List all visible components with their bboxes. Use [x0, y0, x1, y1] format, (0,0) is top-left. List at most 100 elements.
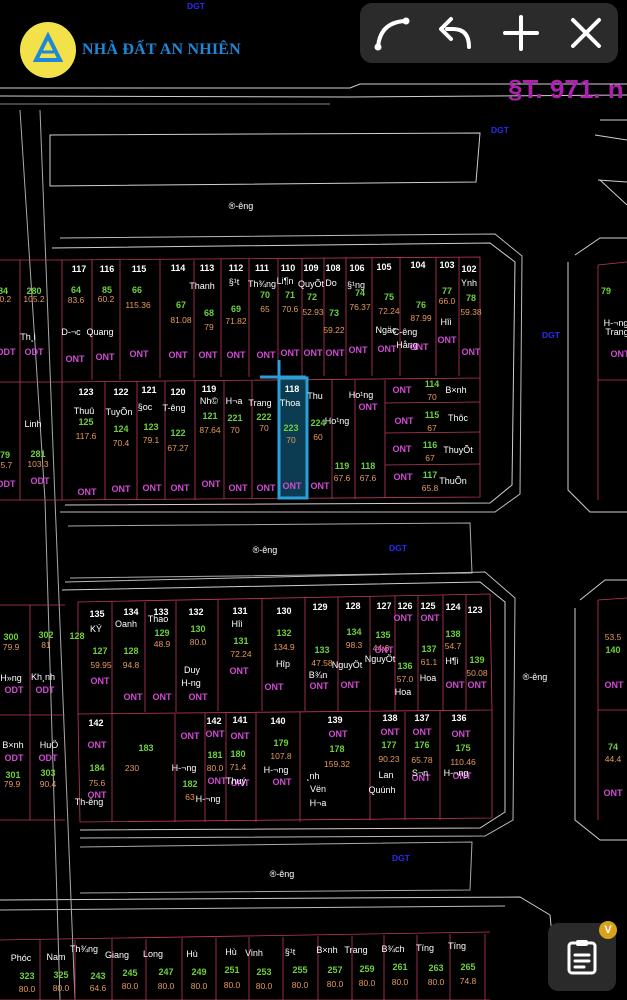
- drawing-toolbar: [360, 3, 618, 63]
- land-use-label: ONT: [438, 335, 458, 345]
- lot-area-label: 117.6: [76, 431, 97, 441]
- lot-number-label: 119: [335, 461, 350, 471]
- owner-name-label: Lan: [378, 770, 393, 780]
- land-use-label: ONT: [453, 771, 473, 781]
- lot-area-label: 80.0: [53, 983, 70, 993]
- land-use-label: ONT: [395, 416, 415, 426]
- curve-tool-icon[interactable]: [368, 9, 416, 57]
- lot-id-label: 141: [232, 715, 247, 725]
- land-use-label: ODT: [31, 476, 51, 486]
- lot-number-label: 303: [40, 768, 55, 778]
- lot-number-label: 257: [327, 965, 342, 975]
- owner-name-label: B¾ch: [381, 944, 404, 954]
- land-use-label: ONT: [189, 692, 209, 702]
- lot-number-label: 79: [601, 286, 611, 296]
- land-use-label: ONT: [611, 349, 627, 359]
- add-icon[interactable]: [497, 9, 545, 57]
- lot-area-label: 230: [125, 763, 139, 773]
- lot-id-label: 105: [376, 262, 391, 272]
- lot-number-label: 223: [283, 423, 298, 433]
- owner-name-label: Tïng: [416, 943, 434, 953]
- owner-name-label: §¹t: [229, 277, 240, 287]
- land-use-label: ONT: [462, 347, 482, 357]
- lot-id-label: 124: [445, 602, 460, 612]
- lot-area-label: 70: [427, 392, 437, 402]
- selected-lot-highlight[interactable]: [260, 360, 309, 500]
- land-use-label: ONT: [349, 345, 369, 355]
- lot-number-label: 179: [273, 738, 288, 748]
- land-use-label: ONT: [88, 790, 108, 800]
- owner-name-label: Nam: [46, 952, 65, 962]
- land-use-label: ONT: [153, 692, 173, 702]
- lot-number-label: 140: [605, 645, 620, 655]
- lot-area-label: 60: [313, 432, 323, 442]
- lot-area-label: 53.5: [605, 632, 622, 642]
- owner-name-label: Trang: [248, 398, 271, 408]
- lot-area-label: 71.82: [225, 316, 247, 326]
- close-icon[interactable]: [562, 9, 610, 57]
- lot-number-label: 78: [466, 293, 476, 303]
- lot-id-label: 119: [202, 384, 217, 394]
- land-use-label: ONT: [412, 773, 432, 783]
- lot-number-label: 121: [202, 411, 217, 421]
- lot-number-label: 72: [307, 292, 317, 302]
- owner-name-label: Long: [143, 949, 163, 959]
- lot-area-label: 70.4: [113, 438, 130, 448]
- lot-id-label: 139: [327, 715, 342, 725]
- owner-name-label: H-¬ng: [264, 765, 289, 775]
- lot-area-label: 44.4: [605, 754, 622, 764]
- owner-name-label: Vën: [310, 784, 326, 794]
- lot-number-label: 122: [170, 428, 185, 438]
- lot-area-label: 81.08: [170, 315, 192, 325]
- land-use-label: ODT: [0, 479, 16, 489]
- lot-area-label: 80.0: [122, 981, 139, 991]
- lot-number-label: 178: [329, 744, 344, 754]
- land-use-label: ONT: [257, 350, 277, 360]
- owner-name-label: QuyÕt: [298, 279, 325, 289]
- clipboard-list-button[interactable]: V: [548, 921, 617, 991]
- lot-area-label: 94.8: [123, 660, 140, 670]
- lot-id-label: 125: [420, 601, 435, 611]
- lot-number-label: 301: [5, 770, 20, 780]
- owner-name-label: T-êng: [162, 403, 185, 413]
- owner-name-label: H­¬a: [310, 798, 327, 808]
- lot-area-label: 57.0: [397, 674, 414, 684]
- lot-area-label: 105.2: [23, 294, 45, 304]
- lot-area-label: 67.6: [334, 473, 351, 483]
- lot-area-label: 103.3: [27, 459, 49, 469]
- lot-id-label: 113: [200, 263, 215, 273]
- owner-name-label: H»ng: [0, 673, 22, 683]
- lot-number-label: 123: [143, 422, 158, 432]
- lot-number-label: 128: [123, 646, 138, 656]
- road-label: ®-êng: [229, 201, 254, 211]
- lot-id-label: 118: [285, 384, 300, 394]
- lot-id-label: 108: [325, 263, 340, 273]
- lot-id-label: 116: [100, 264, 115, 274]
- owner-name-label: §oc: [138, 402, 153, 412]
- land-use-label: ONT: [326, 348, 346, 358]
- lot-id-label: 112: [229, 263, 244, 273]
- land-use-label: ONT: [230, 666, 250, 676]
- owner-name-label: B×nh: [316, 945, 337, 955]
- owner-name-label: Thôc: [448, 413, 469, 423]
- land-use-label: ODT: [5, 753, 25, 763]
- lot-id-label: 140: [270, 716, 285, 726]
- land-use-label: ONT: [413, 727, 433, 737]
- lot-number-label: 85: [102, 285, 112, 295]
- lot-number-label: 265: [460, 962, 475, 972]
- lot-area-label: 67.6: [360, 473, 377, 483]
- lot-area-label: 44.6: [373, 643, 390, 653]
- lot-id-label: 111: [255, 263, 269, 273]
- lot-number-label: 221: [227, 413, 242, 423]
- lot-number-label: 74: [608, 742, 618, 752]
- owner-name-label: Thoa: [280, 398, 301, 408]
- owner-name-label: Duy: [184, 665, 201, 675]
- lot-number-label: 175: [455, 743, 470, 753]
- undo-icon[interactable]: [433, 9, 481, 57]
- lot-lines: [0, 256, 627, 1000]
- lot-area-label: 115.36: [125, 300, 151, 310]
- lot-area-label: 54.7: [445, 641, 462, 651]
- lot-number-label: 134: [346, 627, 361, 637]
- lot-number-label: 125: [78, 417, 93, 427]
